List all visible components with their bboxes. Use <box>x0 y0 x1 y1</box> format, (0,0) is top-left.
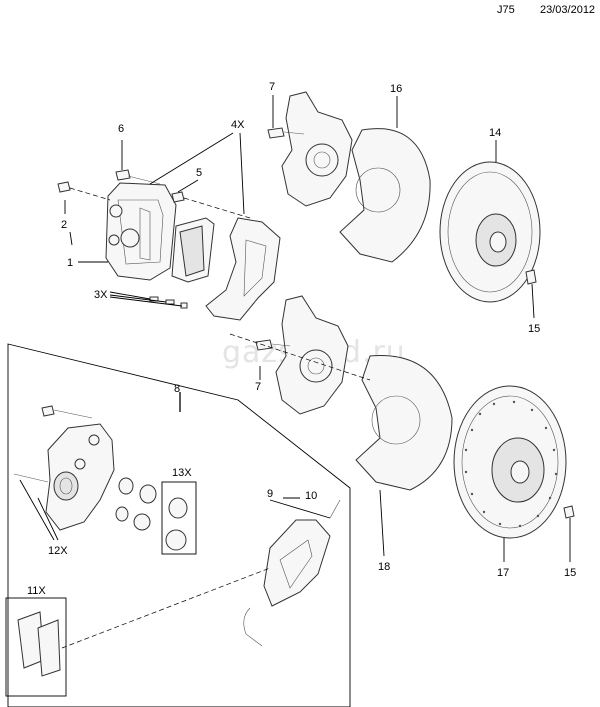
performance-caliper <box>45 423 115 531</box>
callout-3x: 3X <box>94 289 108 301</box>
caliper-carrier <box>205 217 281 321</box>
diagram-code: J75 <box>497 4 515 16</box>
steering-knuckle-lower <box>275 295 349 415</box>
callout-5: 5 <box>196 167 202 179</box>
callout-13x: 13X <box>172 467 192 479</box>
disc-screw-lower <box>563 505 575 519</box>
callout-6: 6 <box>118 123 124 135</box>
pad-kit-box <box>5 597 67 697</box>
callout-1: 1 <box>67 257 73 269</box>
callout-18: 18 <box>378 561 390 573</box>
callout-7-lower: 7 <box>255 381 261 393</box>
brake-disc-upper <box>439 161 541 303</box>
callout-4x: 4X <box>231 119 245 131</box>
callout-9: 9 <box>267 488 273 500</box>
steering-knuckle-upper <box>281 91 353 207</box>
diagram-date: 23/03/2012 <box>540 4 595 16</box>
caliper-pistons-seals <box>115 477 157 531</box>
callout-8: 8 <box>174 383 180 395</box>
dust-shield-lower <box>355 355 453 491</box>
kit-frame <box>7 343 351 707</box>
knuckle-bolt-upper <box>267 127 285 139</box>
seal-kit-box <box>161 481 197 555</box>
callout-15-lower: 15 <box>564 567 576 579</box>
kit-brake-pads <box>17 611 61 677</box>
disc-screw-upper <box>525 269 537 285</box>
caliper-assembly <box>105 182 177 281</box>
callout-7-upper: 7 <box>269 81 275 93</box>
kit-bolt <box>41 405 55 417</box>
guide-bolt <box>115 169 131 181</box>
callout-16: 16 <box>390 83 402 95</box>
callout-10: 10 <box>305 490 317 502</box>
brake-pads <box>171 217 215 283</box>
callout-15-upper: 15 <box>528 323 540 335</box>
dust-shield-upper <box>339 128 431 263</box>
drilled-brake-disc <box>453 385 567 539</box>
callout-11x: 11X <box>27 585 46 597</box>
callout-2: 2 <box>61 219 67 231</box>
callout-17: 17 <box>497 567 509 579</box>
caliper-bolt <box>57 181 71 193</box>
performance-caliper-half <box>263 519 331 607</box>
callout-12x: 12X <box>48 545 68 557</box>
guide-pin <box>171 191 185 203</box>
callout-14: 14 <box>489 127 501 139</box>
